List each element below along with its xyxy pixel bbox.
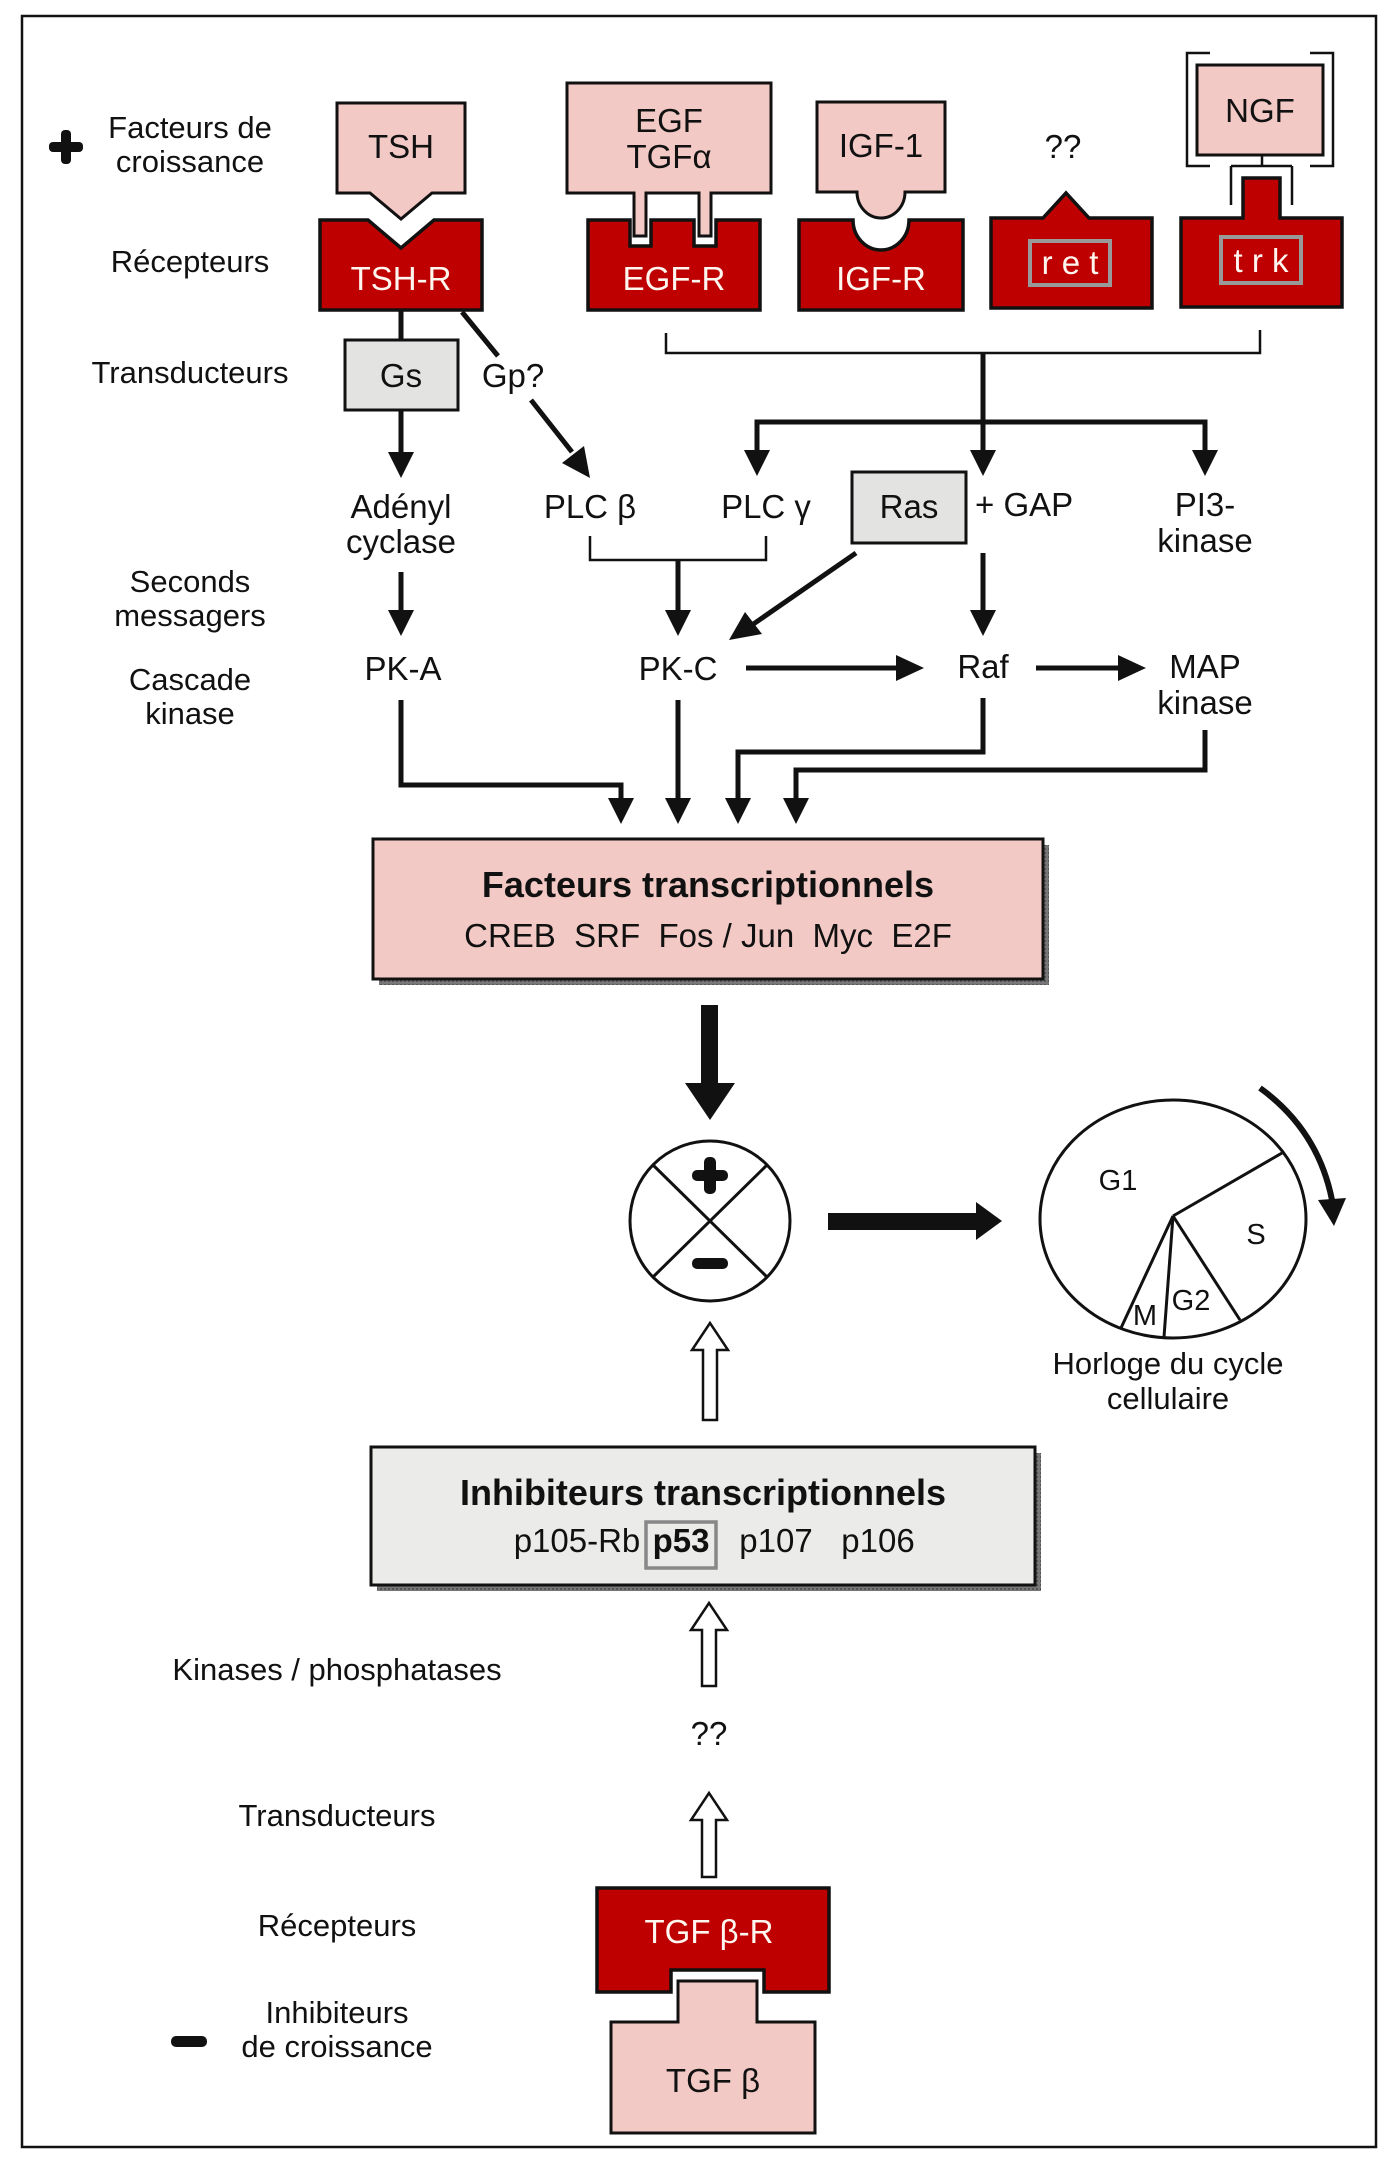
svg-text:EGF-R: EGF-R (623, 260, 726, 297)
svg-text:IGF-R: IGF-R (836, 260, 926, 297)
receptor-trk: t r k (1179, 176, 1344, 309)
receptor-igf-r: IGF-R (797, 218, 965, 312)
svg-text:IGF-1: IGF-1 (839, 127, 923, 164)
transcription-factors-title: Facteurs transcriptionnels (482, 864, 934, 905)
cell-cycle-caption-2: cellulaire (1107, 1381, 1229, 1416)
transcription-factors-box: Facteurs transcriptionnels CREB SRF Fos … (371, 837, 1049, 985)
svg-text:TSH: TSH (368, 128, 434, 165)
plus-sign-icon (49, 130, 83, 164)
svg-text:TGF β-R: TGF β-R (645, 1913, 774, 1950)
transducer-gp: Gp? (482, 357, 544, 394)
inhibitor-p105-rb: p105-Rb (514, 1522, 641, 1559)
receptor-ret: r e t (989, 190, 1154, 310)
label-growth-inhibitors-1: Inhibiteurs (265, 1995, 408, 2030)
inhibition-arrow-3 (688, 1790, 730, 1879)
label-transducers: Transducteurs (92, 355, 289, 390)
integrator-node (628, 1139, 792, 1303)
label-growth-factors-1: Facteurs de (108, 110, 272, 145)
label-second-messengers-1: Seconds (130, 564, 251, 599)
label-kinase-cascade-2: kinase (145, 696, 235, 731)
label-receptors-inhibitory: Récepteurs (258, 1908, 417, 1943)
ligand-tgf-beta: TGF β (609, 1979, 817, 2135)
effector-plc-beta: PLC β (544, 488, 636, 525)
cell-cycle-caption-1: Horloge du cycle (1053, 1346, 1284, 1381)
minus-sign-icon (171, 2036, 207, 2047)
rotation-arrow-icon (1258, 1085, 1335, 1201)
kinase-pk-c: PK-C (639, 650, 718, 687)
svg-text:Ras: Ras (880, 488, 939, 525)
effector-pi3-kinase-1: PI3- (1175, 486, 1236, 523)
inhibitor-p53: p53 (653, 1522, 710, 1559)
plus-icon (692, 1157, 728, 1194)
kinase-map-2: kinase (1157, 684, 1252, 721)
unknown-transducer: ?? (691, 1715, 728, 1752)
kinase-raf: Raf (957, 648, 1009, 685)
svg-text:EGF: EGF (635, 102, 703, 139)
inhibition-arrow-2 (688, 1600, 730, 1688)
label-transducers-inhibitory: Transducteurs (239, 1798, 436, 1833)
effector-adenyl-cyclase-1: Adényl (351, 488, 452, 525)
receptor-egf-r: EGF-R (586, 218, 762, 312)
transcription-inhibitors-box: Inhibiteurs transcriptionnels p105-Rb p5… (369, 1445, 1041, 1591)
ligand-tsh: TSH (335, 101, 467, 221)
receptor-tsh-r: TSH-R (318, 218, 484, 312)
svg-text:t r k: t r k (1234, 242, 1289, 279)
kinase-map-1: MAP (1169, 648, 1241, 685)
transcription-inhibitors-title: Inhibiteurs transcriptionnels (460, 1472, 946, 1513)
label-kinase-cascade-1: Cascade (129, 662, 251, 697)
svg-text:TGF β: TGF β (666, 2062, 760, 2099)
ligand-ngf: NGF (1185, 51, 1335, 205)
label-kinases-phosphatases: Kinases / phosphatases (172, 1652, 501, 1687)
effector-pi3-kinase-2: kinase (1157, 522, 1252, 559)
ligand-igf-1: IGF-1 (815, 100, 947, 220)
phase-g2: G2 (1172, 1285, 1211, 1317)
outer-frame (20, 14, 1378, 2149)
effector-plc-gamma: PLC γ (721, 488, 811, 525)
label-growth-factors-2: croissance (116, 144, 264, 179)
transducer-gap: + GAP (975, 486, 1073, 523)
ligand-egf-tgfa: EGF TGFα (565, 81, 773, 238)
ligand-unknown: ?? (1045, 128, 1082, 165)
cell-cycle-clock: G1 S G2 M (1038, 1085, 1346, 1340)
svg-text:Gs: Gs (380, 357, 422, 394)
label-growth-inhibitors-2: de croissance (241, 2029, 432, 2064)
transducer-ras: Ras (850, 470, 968, 545)
phase-s: S (1246, 1219, 1265, 1251)
effector-adenyl-cyclase-2: cyclase (346, 523, 456, 560)
inhibitor-p106: p106 (841, 1522, 914, 1559)
svg-text:TSH-R: TSH-R (351, 260, 452, 297)
svg-text:TGFα: TGFα (626, 138, 711, 175)
inhibitor-p107: p107 (739, 1522, 812, 1559)
svg-text:NGF: NGF (1225, 92, 1295, 129)
minus-icon (692, 1258, 728, 1269)
inhibition-arrow-1 (689, 1320, 731, 1422)
transcription-factors-items: CREB SRF Fos / Jun Myc E2F (464, 917, 952, 954)
phase-m: M (1133, 1300, 1157, 1332)
phase-g1: G1 (1099, 1165, 1138, 1197)
label-second-messengers-2: messagers (114, 598, 266, 633)
receptor-tgf-beta-r: TGF β-R (595, 1886, 831, 1994)
svg-text:r e t: r e t (1042, 244, 1099, 281)
transducer-gs: Gs (343, 338, 460, 412)
label-receptors: Récepteurs (111, 244, 270, 279)
kinase-pk-a: PK-A (364, 650, 441, 687)
